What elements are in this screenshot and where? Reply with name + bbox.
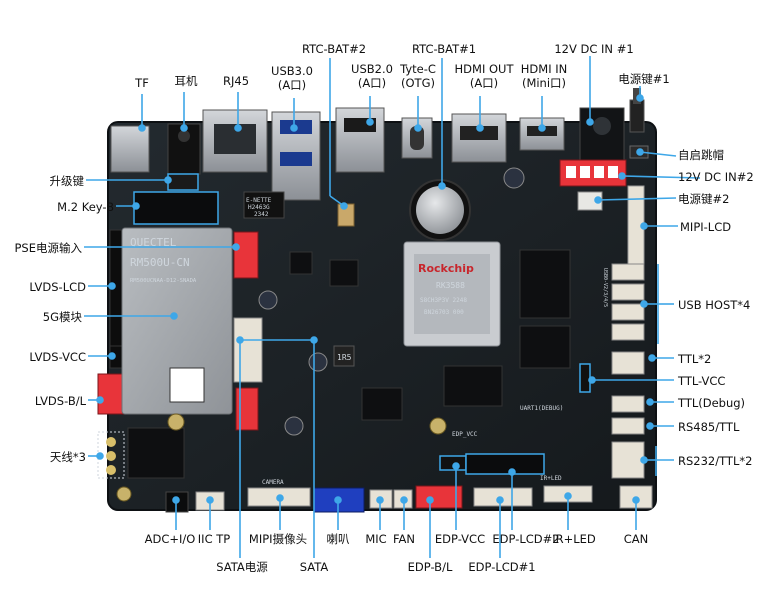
edp-lcd-1-connector <box>473 487 533 507</box>
capacitor <box>503 167 525 189</box>
aux-chip <box>329 259 359 287</box>
module-brand: QUECTEL <box>130 236 177 249</box>
emmc-chip <box>443 365 503 407</box>
module-chip <box>127 427 185 479</box>
label-ttl2: TTL*2 <box>678 352 712 366</box>
edp-silk: EDP_VCC <box>452 431 478 438</box>
capacitor <box>308 352 328 372</box>
label-ir-led: IR+LED <box>552 532 596 546</box>
label-iic-tp: IIC TP <box>197 532 231 546</box>
soc-code-2: BN26703 000 <box>424 309 464 316</box>
magnetics-label: E-NETTE <box>246 197 272 204</box>
ram-chip <box>519 325 571 369</box>
label-rj45: RJ45 <box>222 74 250 88</box>
capacitor <box>284 416 304 436</box>
label-lvds-lcd: LVDS-LCD <box>29 280 86 294</box>
label-usb30: USB3.0 (A口) <box>271 64 313 92</box>
label-hdmi-out: HDMI OUT (A口) <box>454 62 514 90</box>
label-adc-io: ADC+I/O <box>144 532 196 546</box>
label-rs485: RS485/TTL <box>678 420 740 434</box>
label-edp-bl: EDP-B/L <box>407 560 453 574</box>
ethernet-magnetics <box>243 191 285 219</box>
ttl-vcc-jumper <box>579 363 591 393</box>
label-usb-host: USB HOST*4 <box>678 298 751 312</box>
ttl-debug-connector <box>611 395 645 413</box>
irled-silk: IR+LED <box>540 475 562 482</box>
label-dc-in2: 12V DC IN#2 <box>678 170 754 184</box>
inductor-label: 1R5 <box>337 353 352 362</box>
capacitor <box>258 290 278 310</box>
power-key-1 <box>629 99 645 133</box>
soc-model: RK3588 <box>436 281 465 290</box>
label-mipi-lcd: MIPI-LCD <box>680 220 732 234</box>
label-power-key1: 电源键#1 <box>618 72 670 86</box>
label-fan: FAN <box>392 532 416 546</box>
label-speaker: 喇叭 <box>326 532 350 546</box>
label-mic: MIC <box>365 532 387 546</box>
magnetics-year: 2342 <box>254 211 269 218</box>
label-pse: PSE电源输入 <box>14 241 82 255</box>
label-5g-module: 5G模块 <box>42 310 82 324</box>
label-sata-power: SATA电源 <box>216 560 268 574</box>
edp-bl-connector <box>415 485 463 509</box>
label-edp-lcd2: EDP-LCD#2 <box>492 532 560 546</box>
label-rtc-bat2: RTC-BAT#2 <box>301 42 367 56</box>
rs232-connector <box>611 441 645 479</box>
label-dc-in1: 12V DC IN #1 <box>554 42 634 56</box>
module-code: RM500UCNAA-D12-SNADA <box>130 278 197 284</box>
usb20-port <box>335 107 385 173</box>
label-sata: SATA <box>299 560 329 574</box>
lvds-bl-connector <box>97 373 125 415</box>
label-m2: M.2 Key-B <box>57 200 114 214</box>
label-edp-lcd1: EDP-LCD#1 <box>468 560 536 574</box>
upgrade-key <box>167 173 199 191</box>
label-upgrade-key: 升级键 <box>49 174 85 188</box>
inductor <box>333 345 355 367</box>
mount-hole <box>116 486 132 502</box>
sata-red-connector <box>235 387 259 431</box>
label-ttl-debug: TTL(Debug) <box>678 396 746 410</box>
label-mipi-camera: MIPI摄像头 <box>248 532 308 546</box>
usb-silk: USB0-V2/3/4/5 <box>602 268 608 307</box>
label-power-key2: 电源键#2 <box>678 192 730 206</box>
uart-silk: UART1(DEBUG) <box>520 405 563 412</box>
rs485-connector <box>611 417 645 435</box>
magnetics-code: H2463G <box>248 204 270 211</box>
sata-power-connector <box>233 317 263 383</box>
pse-connector <box>233 231 259 279</box>
pmic-chip <box>361 387 403 421</box>
camera-silk: CAMERA <box>262 479 284 486</box>
aux-chip <box>289 251 313 275</box>
label-ttl-vcc: TTL-VCC <box>678 374 726 388</box>
label-rtc-bat1: RTC-BAT#1 <box>411 42 477 56</box>
mount-hole <box>429 417 447 435</box>
m2-slot <box>133 191 219 225</box>
callout-lines <box>84 56 701 558</box>
label-tf: TF <box>135 76 149 90</box>
soc-code-1: S8CH3P3V 2248 <box>420 297 467 304</box>
label-edp-vcc: EDP-VCC <box>434 532 486 546</box>
label-lvds-vcc: LVDS-VCC <box>29 350 86 364</box>
dc-jack-1 <box>579 107 625 167</box>
label-can: CAN <box>623 532 649 546</box>
label-rs232: RS232/TTL*2 <box>678 454 753 468</box>
ttl2-connector <box>611 351 645 375</box>
ram-chip <box>519 249 571 319</box>
label-earphone: 耳机 <box>174 74 198 88</box>
label-antenna: 天线*3 <box>49 450 86 464</box>
tf-slot <box>110 125 150 173</box>
soc-brand: Rockchip <box>418 262 474 275</box>
label-auto-boot: 自启跳帽 <box>678 148 724 162</box>
label-lvds-bl: LVDS-B/L <box>34 394 86 408</box>
label-usb20: USB2.0 (A口) <box>351 62 393 90</box>
label-type-c: Tyte-C (OTG) <box>400 62 436 90</box>
edp-lcd-2-header <box>465 453 545 475</box>
module-name: RM500U-CN <box>130 256 190 269</box>
power-key-2 <box>577 191 603 211</box>
usb-host-connectors <box>611 263 645 341</box>
label-hdmi-in: HDMI IN (Mini口) <box>520 62 568 90</box>
